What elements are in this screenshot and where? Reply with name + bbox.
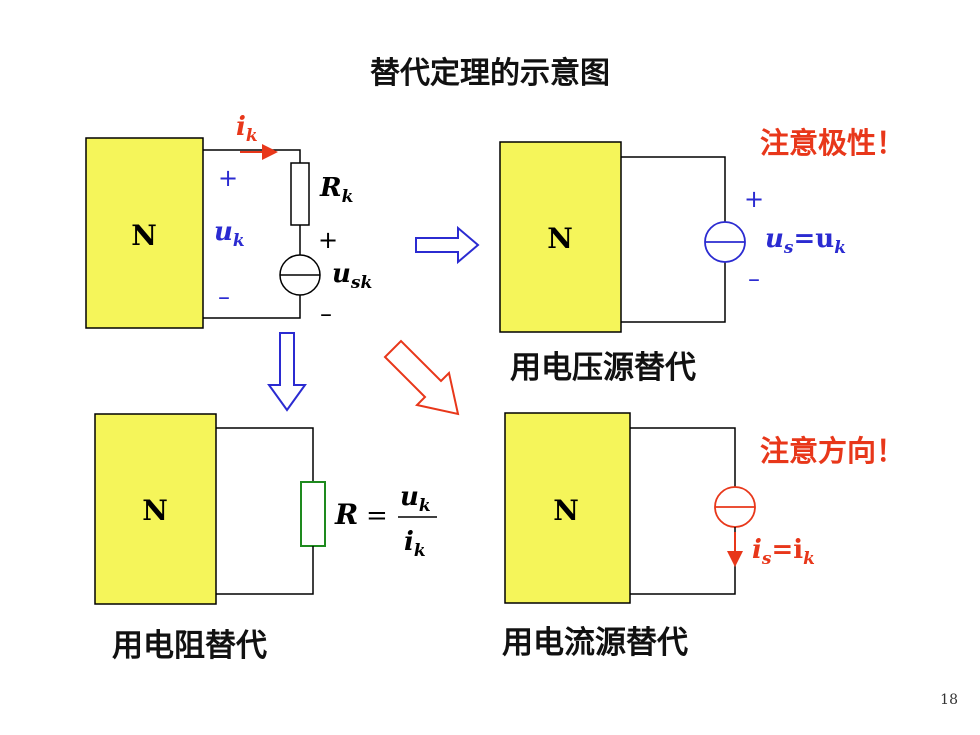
arrow-right-icon: [415, 225, 480, 265]
current-source-circuit: N is=ik: [504, 412, 815, 604]
network-box: [85, 137, 204, 329]
caption-current-source: 用电流源替代: [502, 625, 688, 661]
network-label: N: [547, 222, 573, 255]
wire: [203, 149, 301, 163]
resistor-rk: [290, 162, 310, 226]
arrow-diagonal-icon: [383, 339, 460, 416]
label-us-eq-uk: us=uk: [765, 224, 846, 258]
voltage-source-circuit: N + – us=uk: [499, 141, 846, 333]
fraction-denominator: ik: [404, 527, 426, 561]
equals-sign: =: [366, 501, 388, 531]
fraction-numerator: uk: [400, 482, 431, 516]
arrow-down-icon: [267, 332, 307, 412]
plus-sign: +: [218, 164, 238, 192]
caption-resistor: 用电阻替代: [112, 628, 267, 664]
network-label: N: [142, 494, 168, 527]
resistor-circuit: N R = uk ik: [94, 413, 437, 605]
original-circuit: N ik + uk – Rk + usk –: [85, 112, 372, 329]
label-rk: Rk: [319, 173, 353, 207]
minus-sign: –: [748, 265, 760, 293]
network-box: [499, 141, 622, 333]
wire: [630, 427, 736, 487]
label-r: R: [334, 498, 358, 531]
wire: [216, 427, 314, 482]
plus-sign: +: [318, 226, 338, 254]
label-usk: usk: [332, 259, 372, 293]
wire: [621, 156, 726, 222]
page-number: 18: [940, 692, 958, 708]
minus-sign: –: [320, 300, 332, 328]
page-title: 替代定理的示意图: [370, 56, 610, 91]
network-label: N: [131, 219, 157, 252]
label-is-eq-ik: is=ik: [752, 535, 815, 569]
plus-sign: +: [744, 185, 764, 213]
wire: [621, 262, 726, 323]
wire: [203, 295, 301, 319]
label-ik: ik: [236, 112, 258, 146]
label-uk: uk: [214, 217, 245, 251]
minus-sign: –: [218, 283, 230, 311]
wire: [630, 527, 736, 595]
network-box: [504, 412, 631, 604]
resistor-r: [300, 481, 326, 547]
network-label: N: [553, 494, 579, 527]
note-polarity: 注意极性！: [760, 126, 906, 160]
network-box: [94, 413, 217, 605]
caption-voltage-source: 用电压源替代: [510, 350, 696, 386]
wire: [216, 546, 314, 595]
note-direction: 注意方向！: [760, 434, 906, 468]
